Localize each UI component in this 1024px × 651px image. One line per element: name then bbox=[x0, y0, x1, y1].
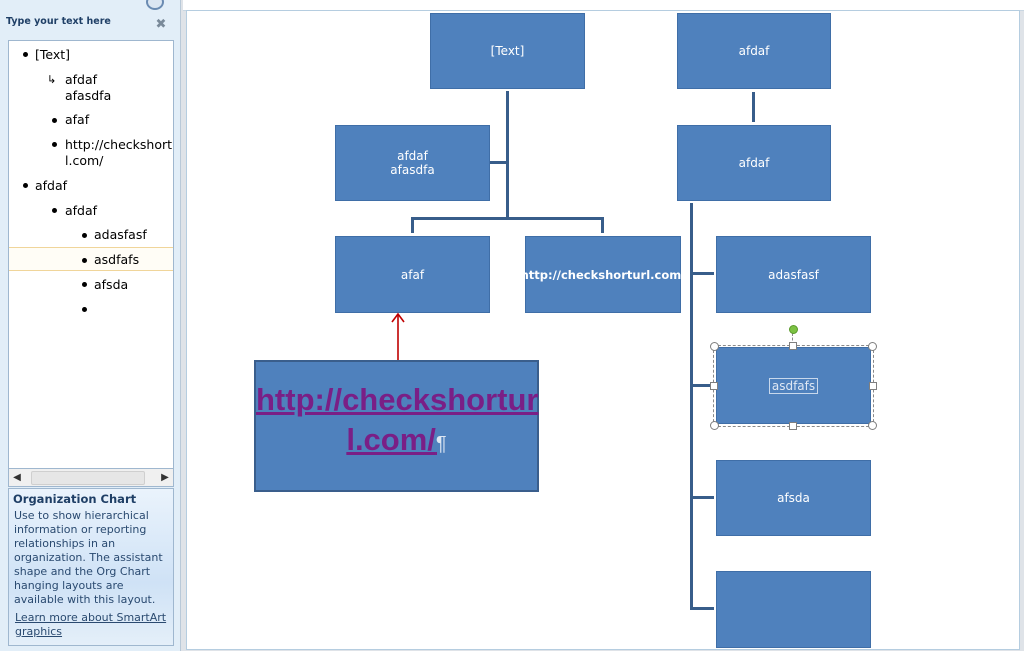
callout-link-line2[interactable]: l.com/ bbox=[346, 422, 436, 457]
list-item[interactable]: afdaf bbox=[65, 203, 98, 218]
selected-box-text[interactable]: asdfafs bbox=[768, 377, 819, 394]
learn-more-link[interactable]: Learn more about SmartArt graphics bbox=[15, 611, 167, 638]
connector-line bbox=[506, 91, 509, 219]
pilcrow-mark: ¶ bbox=[435, 433, 447, 455]
bullet-icon bbox=[82, 282, 87, 287]
connector-line bbox=[752, 92, 755, 122]
list-item-selected[interactable]: asdfafs bbox=[94, 252, 140, 267]
connector-line bbox=[490, 161, 507, 164]
bullet-icon bbox=[23, 183, 28, 188]
connector-line bbox=[690, 607, 714, 610]
connector-line bbox=[690, 272, 714, 275]
org-box-sub1[interactable]: adasfasf bbox=[716, 236, 871, 313]
list-item[interactable]: afdaf bbox=[35, 178, 68, 193]
scroll-right-icon[interactable]: ▶ bbox=[161, 472, 169, 483]
list-item[interactable]: afaf bbox=[65, 112, 90, 127]
list-item[interactable]: [Text] bbox=[35, 47, 71, 62]
resize-handle-icon[interactable] bbox=[869, 382, 877, 390]
connector-line bbox=[601, 217, 604, 233]
resize-handle-icon[interactable] bbox=[710, 342, 719, 351]
org-box-sub3[interactable]: afsda bbox=[716, 460, 871, 536]
list-item[interactable]: afdaf afasdfa bbox=[65, 72, 112, 103]
pane-toggle-knob[interactable] bbox=[146, 0, 164, 10]
org-box-root-right[interactable]: afdaf bbox=[677, 13, 831, 89]
bullet-icon bbox=[82, 233, 87, 238]
resize-handle-icon[interactable] bbox=[710, 421, 719, 430]
org-box-root-left[interactable]: [Text] bbox=[430, 13, 585, 89]
scroll-left-icon[interactable]: ◀ bbox=[13, 472, 21, 483]
resize-handle-icon[interactable] bbox=[789, 342, 797, 350]
org-box-afaf[interactable]: afaf bbox=[335, 236, 490, 313]
layout-description: Organization Chart Use to show hierarchi… bbox=[8, 488, 174, 646]
scroll-thumb[interactable] bbox=[31, 471, 145, 485]
resize-handle-icon[interactable] bbox=[789, 422, 797, 430]
layout-title: Organization Chart bbox=[13, 492, 137, 506]
resize-handle-icon[interactable] bbox=[710, 382, 718, 390]
resize-handle-icon[interactable] bbox=[868, 342, 877, 351]
assistant-arrow-icon: ↳ bbox=[47, 73, 57, 86]
text-pane-title: Type your text here bbox=[6, 16, 111, 27]
callout-hyperlink[interactable]: http://checkshortur l.com/¶ bbox=[256, 380, 539, 464]
rotate-stem bbox=[792, 333, 793, 345]
bullet-icon bbox=[82, 307, 87, 312]
horizontal-scrollbar[interactable]: ◀ ▶ bbox=[8, 468, 174, 487]
callout-link-line1[interactable]: http://checkshortur bbox=[256, 382, 539, 417]
org-box-sub4-empty[interactable] bbox=[716, 571, 871, 648]
org-box-mid-right[interactable]: afdaf bbox=[677, 125, 831, 201]
connector-line bbox=[690, 203, 693, 610]
resize-handle-icon[interactable] bbox=[868, 421, 877, 430]
close-icon[interactable]: ✖ bbox=[155, 17, 167, 32]
selected-row-highlight bbox=[9, 247, 173, 271]
text-pane-list[interactable]: [Text] ↳ afdaf afasdfa afaf http://check… bbox=[8, 40, 174, 470]
layout-description-text: Use to show hierarchical information or … bbox=[14, 509, 163, 606]
connector-line bbox=[690, 496, 714, 499]
red-arrow-icon bbox=[391, 312, 405, 360]
bullet-icon bbox=[52, 118, 57, 123]
bullet-icon bbox=[52, 142, 57, 147]
bullet-icon bbox=[82, 258, 87, 263]
rotate-handle-icon[interactable] bbox=[789, 325, 798, 334]
selection-frame bbox=[713, 345, 874, 427]
text-pane: Type your text here ✖ [Text] ↳ afdaf afa… bbox=[0, 0, 181, 651]
list-item[interactable]: afsda bbox=[94, 277, 129, 292]
connector-line bbox=[411, 217, 604, 220]
callout-box[interactable]: http://checkshortur l.com/¶ bbox=[254, 360, 539, 492]
connector-line bbox=[690, 384, 714, 387]
org-box-url[interactable]: http://checkshorturl.com/ bbox=[521, 236, 685, 313]
connector-line bbox=[411, 217, 414, 233]
org-box-assistant[interactable]: afdaf afasdfa bbox=[335, 125, 490, 201]
bullet-icon bbox=[23, 52, 28, 57]
list-item[interactable]: adasfasf bbox=[94, 227, 147, 242]
list-item[interactable]: http://checkshortu l.com/ bbox=[65, 137, 174, 168]
bullet-icon bbox=[52, 208, 57, 213]
smartart-canvas[interactable] bbox=[186, 10, 1020, 650]
